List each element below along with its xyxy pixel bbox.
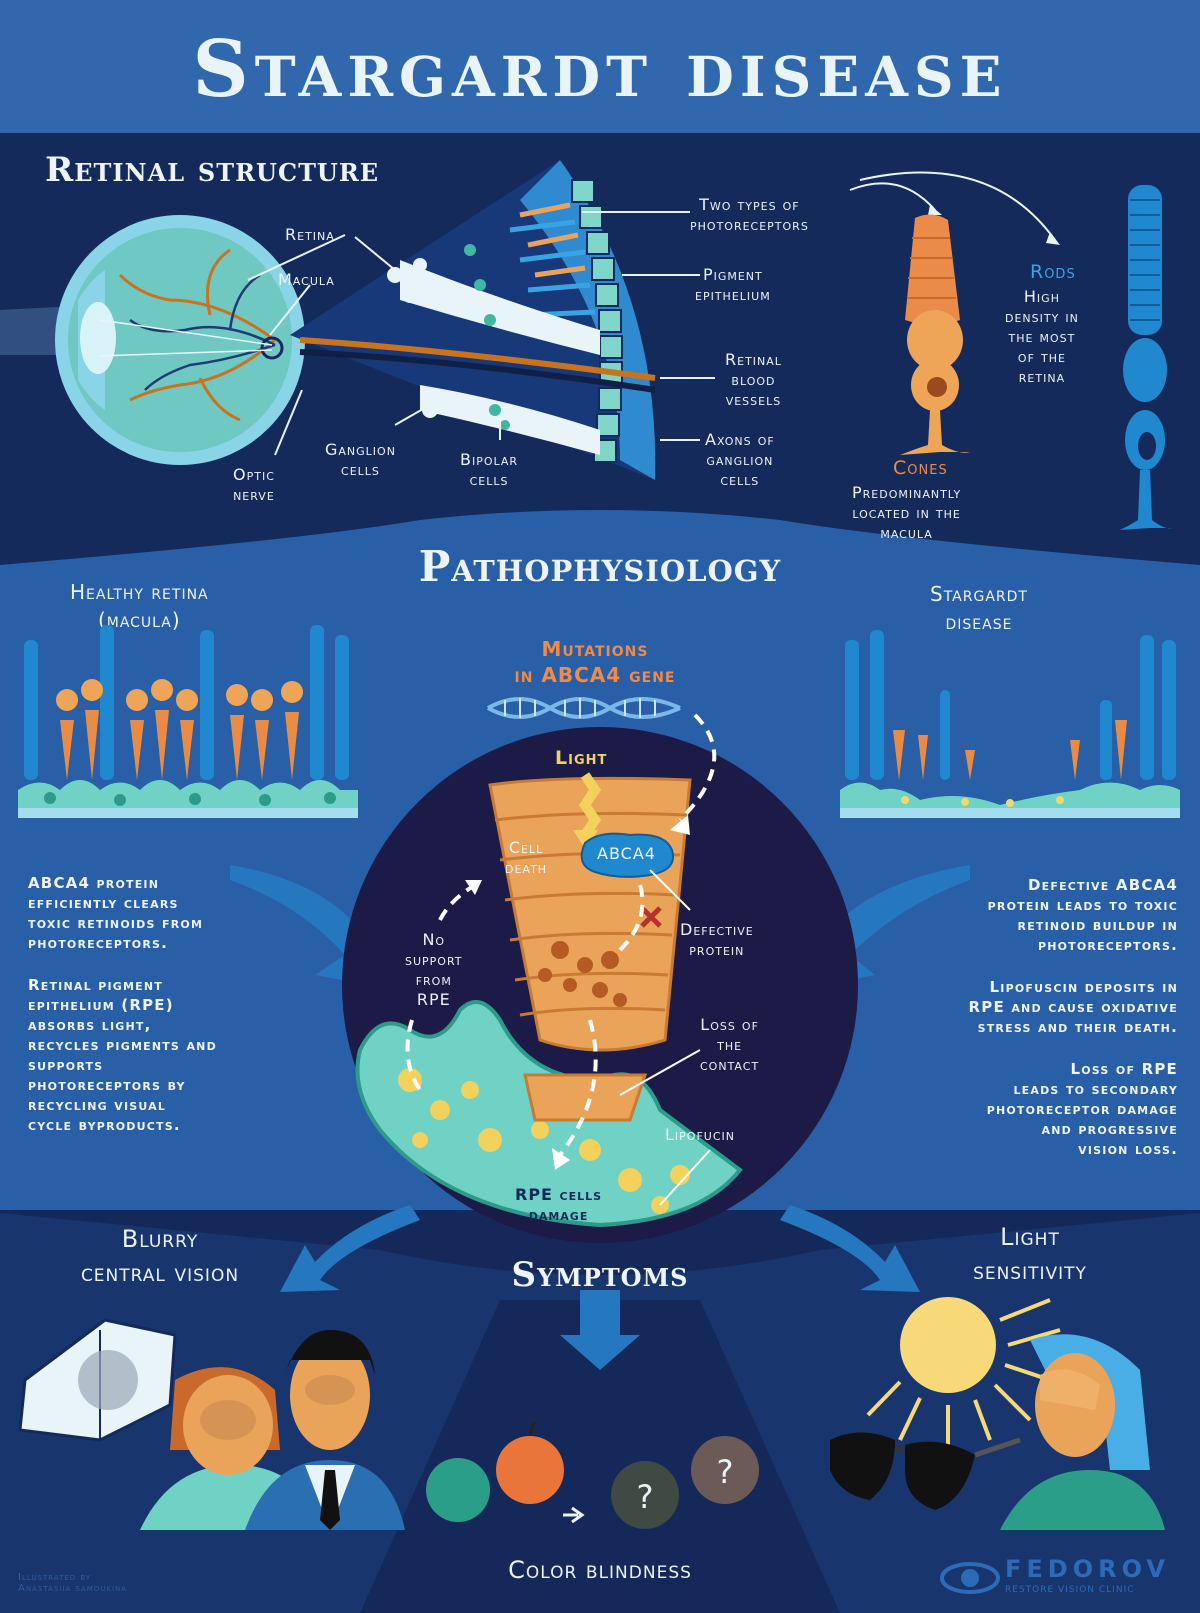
no-support-label: No support from RPE [405, 930, 463, 1009]
section-title-retinal-structure: Retinal structure [45, 150, 380, 190]
mutations-label: Mutations in ABCA4 gene [514, 637, 676, 687]
left-paragraph-2: Retinal pigment epithelium (RPE) absorbs… [28, 976, 217, 1134]
eye-logo-icon [940, 1562, 1000, 1594]
label-ganglion-cells: Ganglion cells [325, 440, 396, 479]
section-title-pathophysiology: Pathophysiology [418, 542, 782, 591]
symptom-color-blindness-title: Color blindness [508, 1556, 692, 1584]
woman-covering-eyes-icon [1000, 1334, 1165, 1530]
svg-text:?: ? [637, 1478, 654, 1516]
label-bipolar-cells: Bipolar cells [460, 450, 519, 489]
rods-description: High density in the most of the retina [1005, 287, 1079, 386]
label-macula: Macula [278, 270, 335, 289]
man-blurred-face-icon [245, 1330, 405, 1530]
label-optic-nerve: Optic nerve [233, 465, 275, 504]
brand-logo: FEDOROV RESTORE VISION CLINIC [940, 1553, 1190, 1603]
defective-x-icon [640, 906, 662, 928]
left-paragraph-1: ABCA4 protein efficiently clears toxic r… [28, 874, 204, 952]
abca4-label: ABCA4 [597, 844, 656, 863]
right-paragraph-3: Loss of RPE leads to secondary photorece… [986, 1060, 1178, 1158]
right-paragraph-1: Defective ABCA4 protein leads to toxic r… [987, 876, 1178, 954]
right-explanation: Defective ABCA4 protein leads to toxic r… [900, 875, 1178, 1181]
symptom-light-sensitivity-title: Light sensitivity [973, 1223, 1087, 1285]
label-axons-ganglion-cells: Axons of ganglion cells [705, 430, 775, 489]
sun-icon [866, 1297, 1061, 1450]
label-pigment-epithelium: Pigment epithelium [695, 265, 771, 304]
cell-death-label: Cell death [505, 838, 548, 877]
rods-title: Rods [1030, 261, 1076, 283]
loss-contact-label: Loss of the contact [700, 1015, 760, 1074]
sunglasses-icon [830, 1432, 1021, 1510]
page-title: Stargardt disease [192, 24, 1008, 115]
symptom-blurry-title: Blurry central vision [80, 1225, 240, 1287]
label-retinal-blood-vessels: Retinal blood vessels [725, 350, 782, 409]
stargardt-retina-title: Stargardt disease [930, 582, 1028, 634]
book-icon [18, 1318, 177, 1442]
apples-icon: ? ? [426, 1421, 759, 1529]
label-retina: Retina [285, 225, 335, 244]
rpe-damage-label: RPE cells damage [515, 1185, 603, 1224]
section-title-symptoms: Symptoms [511, 1255, 689, 1295]
illustrator-credit: Illustrated by Anastasiia samoukina [18, 1572, 128, 1594]
right-paragraph-2: Lipofuscin deposits in RPE and cause oxi… [968, 978, 1178, 1036]
cones-description: Predominantly located in the macula [852, 483, 962, 542]
lipofucin-label: Lipofucin [665, 1125, 735, 1144]
light-label: Light [555, 747, 608, 769]
label-two-types: Two types of photoreceptors [690, 195, 809, 234]
svg-text:?: ? [717, 1453, 734, 1491]
cones-title: Cones [893, 457, 948, 479]
defective-protein-label: Defective protein [680, 920, 754, 959]
left-explanation: ABCA4 protein efficiently clears toxic r… [28, 873, 288, 1157]
